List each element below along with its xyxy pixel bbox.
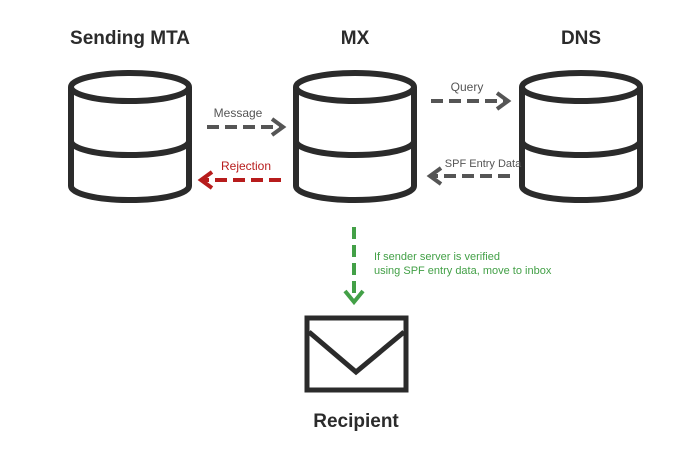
verify-note-line-2: using SPF entry data, move to inbox xyxy=(374,265,552,277)
verify-note: If sender server is verified using SPF e… xyxy=(374,250,551,278)
message-arrow xyxy=(207,117,287,137)
spf-entry-label: SPF Entry Data xyxy=(444,158,522,170)
query-label: Query xyxy=(450,80,484,94)
recipient-title: Recipient xyxy=(313,411,399,432)
rejection-arrow xyxy=(197,170,281,190)
database-icon-mx xyxy=(293,70,417,203)
message-label: Message xyxy=(213,106,263,120)
database-icon-sending-mta xyxy=(68,70,192,203)
envelope-icon xyxy=(304,315,409,393)
database-icon-dns xyxy=(519,70,643,203)
verified-arrow xyxy=(343,227,365,306)
dns-title: DNS xyxy=(560,28,602,49)
query-arrow xyxy=(431,91,512,111)
rejection-label: Rejection xyxy=(220,159,272,173)
spf-entry-arrow xyxy=(426,166,510,186)
mx-title: MX xyxy=(340,28,370,49)
verify-note-line-1: If sender server is verified xyxy=(374,251,500,263)
sending-mta-title: Sending MTA xyxy=(70,28,190,49)
